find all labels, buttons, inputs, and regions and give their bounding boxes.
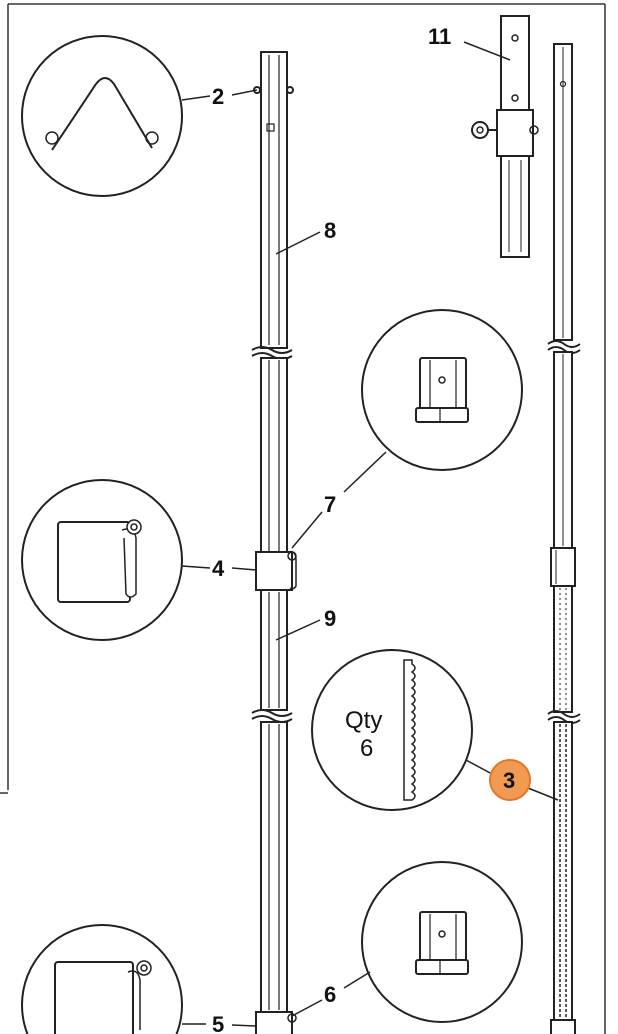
callout-clip-detail xyxy=(21,35,183,197)
label-part-8: 8 xyxy=(324,218,336,243)
label-part-6: 6 xyxy=(324,982,336,1007)
leader-3a xyxy=(465,759,493,775)
highlight-circle-3[interactable] xyxy=(489,759,531,801)
callout-connector-5-detail xyxy=(21,924,183,1034)
leader-7a xyxy=(343,451,387,493)
leader-5b xyxy=(231,1024,257,1027)
qty-word: Qty xyxy=(345,707,382,734)
part-11-bracket xyxy=(471,15,539,258)
leader-11 xyxy=(463,41,511,61)
leader-4a xyxy=(181,565,211,569)
label-part-7: 7 xyxy=(324,492,336,517)
label-part-9: 9 xyxy=(324,606,336,631)
leader-3b xyxy=(527,787,559,801)
callout-end-cap-6-detail xyxy=(361,861,523,1023)
leader-6a xyxy=(343,971,371,989)
page-frame xyxy=(0,3,606,1034)
qty-count: 6 xyxy=(360,735,373,762)
callout-end-cap-7-detail xyxy=(361,309,523,471)
label-part-4: 4 xyxy=(212,556,225,581)
left-pole xyxy=(251,51,297,1034)
label-part-2: 2 xyxy=(212,84,224,109)
leader-4b xyxy=(231,567,257,571)
label-part-3: 3 xyxy=(503,768,515,793)
right-pole xyxy=(547,43,581,1034)
label-part-11: 11 xyxy=(428,24,451,49)
leader-7b xyxy=(291,511,323,549)
leader-9 xyxy=(275,619,321,641)
leader-8 xyxy=(275,231,321,255)
label-part-5: 5 xyxy=(212,1012,224,1034)
leader-2b xyxy=(231,89,258,96)
leader-2 xyxy=(181,95,211,101)
callout-qty-detail xyxy=(311,649,473,811)
callout-connector-4-detail xyxy=(21,479,183,641)
leader-6b xyxy=(291,999,323,1017)
